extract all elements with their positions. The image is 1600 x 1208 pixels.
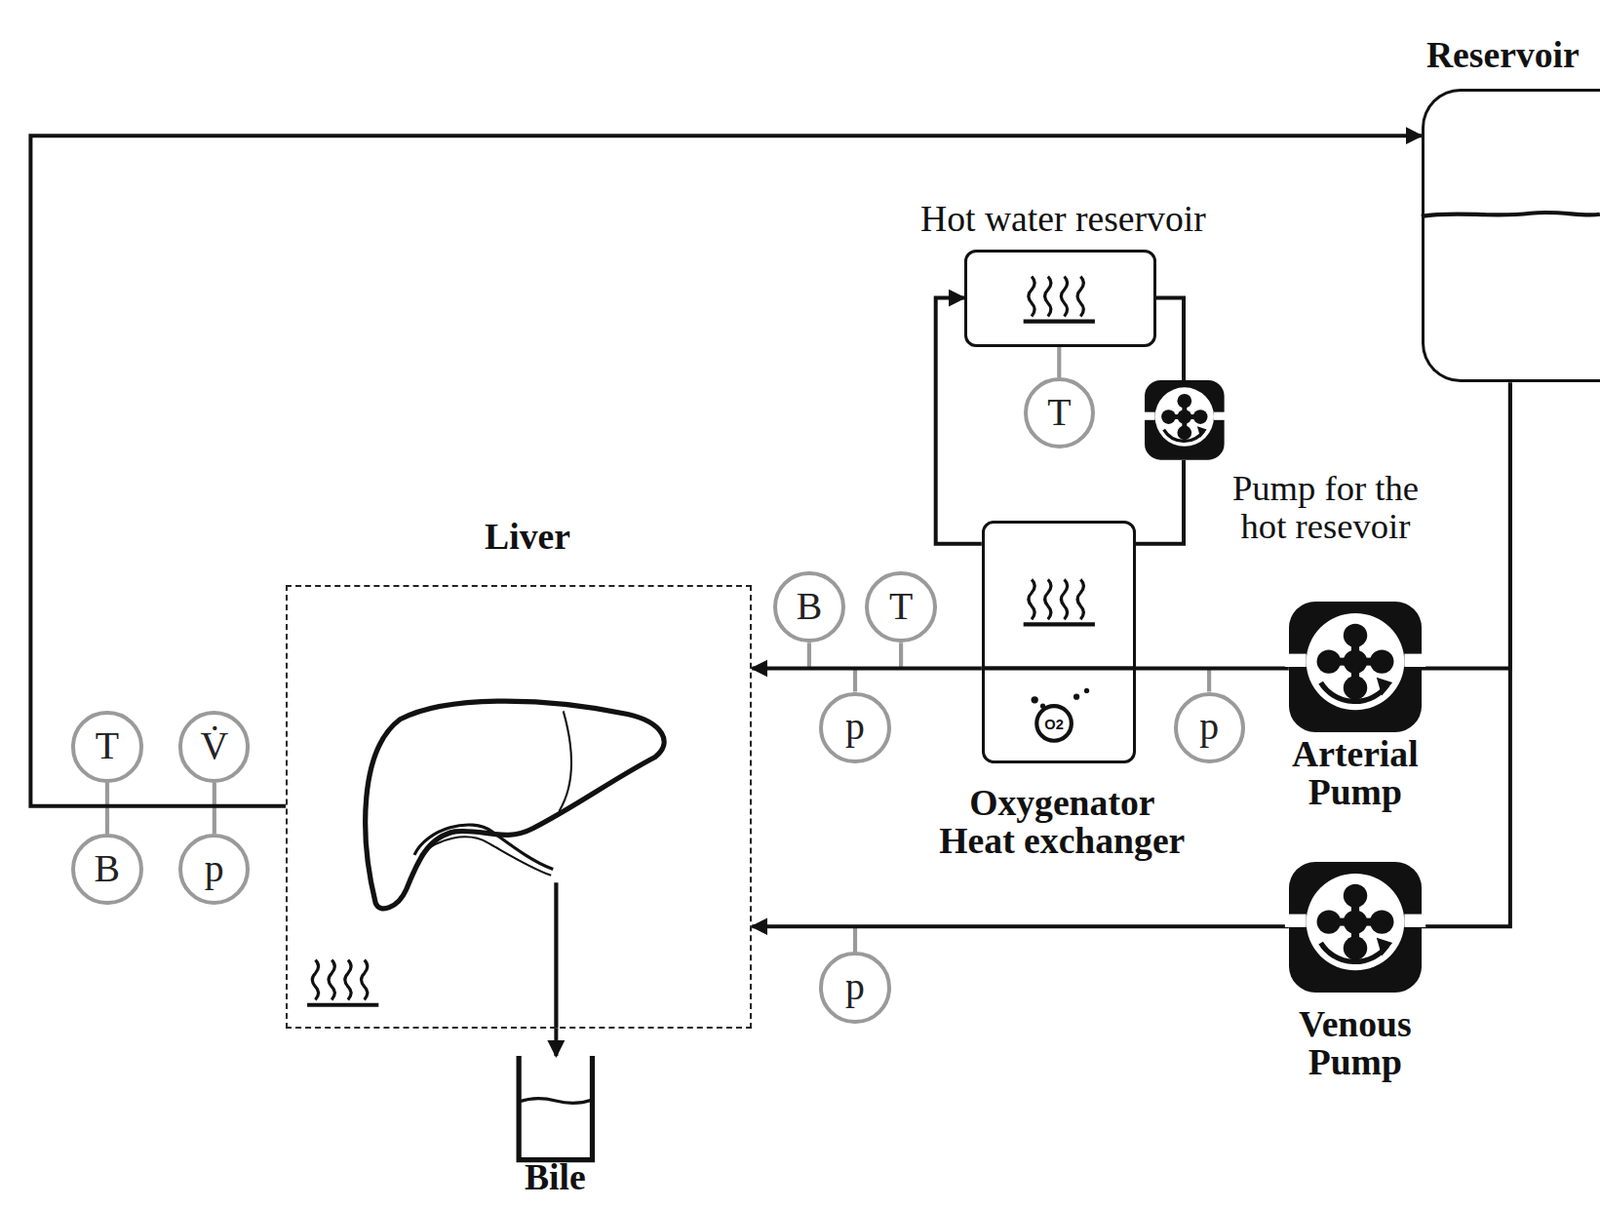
part-heading: Bile (524, 1158, 586, 1198)
reservoir-tank: Reservoir (1421, 88, 1600, 383)
sensor-gauge: V̇ (178, 710, 250, 782)
pump-symbol (1288, 861, 1422, 993)
roller-pump: Venous Pump (1288, 861, 1422, 993)
sensor-letter: p (1199, 707, 1219, 747)
tube-connector (751, 924, 1289, 929)
roller-pump: Pump for the hot resevoir (1144, 380, 1225, 461)
tube-connector (1135, 460, 1184, 545)
sensor-gauge: T (864, 571, 937, 643)
heating-symbols (307, 276, 1095, 1006)
sensor-gauge: p (178, 833, 250, 905)
tube-connector (30, 135, 1421, 807)
part-heading: Venous Pump (1298, 1005, 1412, 1083)
reservoir-level (1421, 212, 1600, 217)
sensor-gauge: B (71, 833, 143, 905)
tube-connector (1135, 665, 1289, 670)
hot-water-reservoir: Hot water reservoir (964, 249, 1157, 347)
sensor-letter: T (95, 727, 119, 767)
sensor-letter: B (94, 850, 121, 890)
sensor-letter: T (1047, 393, 1071, 433)
beaker-symbol (515, 1055, 596, 1164)
pump-symbol (1288, 601, 1422, 733)
part-heading: Hot water reservoir (920, 199, 1207, 239)
sensor-letter: p (204, 850, 225, 890)
part-heading: Liver (484, 517, 571, 557)
tube-connector (936, 298, 982, 545)
tube-connector (1421, 382, 1511, 668)
roller-pump: Arterial Pump (1288, 601, 1422, 733)
part-heading: Oxygenator Heat exchanger (887, 783, 1237, 861)
sensor-letter: V̇ (199, 727, 229, 767)
oxygen-label: O2 (1044, 717, 1064, 733)
oxygen-symbol (1031, 688, 1091, 742)
sensor-stems (107, 347, 1210, 953)
tube-connector (1156, 298, 1184, 382)
sensor-gauge: p (1173, 692, 1246, 764)
sensor-letter: p (845, 707, 865, 747)
sensor-gauge: p (819, 951, 891, 1023)
tube-connector (1421, 382, 1511, 927)
sensor-gauge: T (71, 710, 143, 782)
liver-organ (365, 701, 664, 1029)
tube-connector (751, 665, 981, 670)
pump-symbol (1144, 380, 1225, 461)
sensor-gauge: B (773, 571, 845, 643)
tube-through-oxygenator (981, 665, 1136, 670)
sensor-letter: p (845, 968, 865, 1008)
sensor-gauge: T (1023, 377, 1095, 449)
bile-container: Bile (515, 1055, 596, 1164)
sensor-letter: B (796, 587, 823, 627)
sensor-letter: T (889, 587, 913, 627)
part-heading: Arterial Pump (1291, 735, 1419, 813)
part-heading: Reservoir (1426, 36, 1580, 76)
tube-connector (553, 1028, 558, 1056)
part-heading: Pump for the hot resevoir (1204, 469, 1447, 546)
liver-chamber: Liver (285, 585, 752, 1029)
sensor-gauge: p (819, 692, 891, 764)
